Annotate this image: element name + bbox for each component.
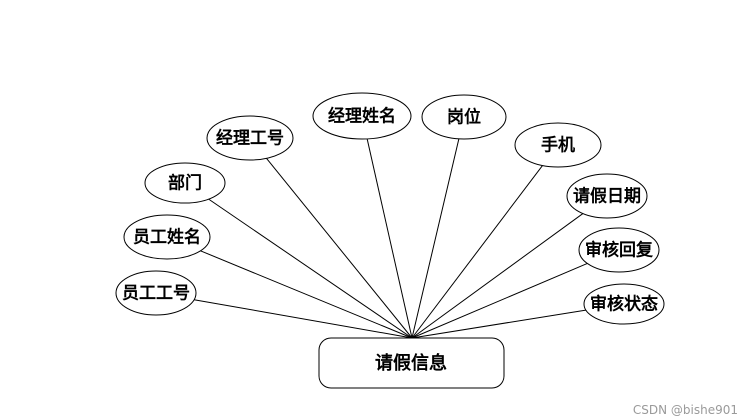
attribute-emp-name: 员工姓名 <box>123 214 211 260</box>
attribute-ellipse <box>578 227 660 273</box>
watermark: CSDN @bishe901 <box>632 403 738 417</box>
attribute-ellipse <box>514 122 602 168</box>
attribute-label: 审核状态 <box>590 294 658 315</box>
attribute-position: 岗位 <box>421 94 507 140</box>
connector-position <box>411 138 460 339</box>
attribute-ellipse <box>312 92 412 140</box>
attribute-phone: 手机 <box>514 122 602 168</box>
connector-emp-id <box>194 299 413 339</box>
connector-mgr-id <box>266 158 413 339</box>
attribute-label: 手机 <box>541 135 575 156</box>
attribute-ellipse <box>144 162 226 204</box>
attribute-label: 审核回复 <box>585 240 654 261</box>
attribute-review-reply: 审核回复 <box>578 227 660 273</box>
connector-leave-date <box>411 213 584 339</box>
attribute-label: 员工工号 <box>122 284 190 304</box>
connector-review-reply <box>411 262 588 339</box>
attribute-label: 岗位 <box>447 107 481 128</box>
attribute-ellipse <box>566 173 648 219</box>
connector-review-status <box>411 309 586 339</box>
attribute-mgr-name: 经理姓名 <box>312 92 412 140</box>
connector-phone <box>411 165 543 339</box>
attribute-label: 经理姓名 <box>328 106 396 127</box>
connector-mgr-name <box>366 138 413 339</box>
entity-label: 请假信息 <box>375 352 447 374</box>
attribute-label: 员工姓名 <box>133 227 201 248</box>
attribute-emp-id: 员工工号 <box>115 270 197 316</box>
attribute-label: 请假日期 <box>573 186 641 207</box>
attribute-label: 部门 <box>168 173 202 194</box>
attribute-dept: 部门 <box>144 162 226 204</box>
connector-emp-name <box>200 250 413 339</box>
connector-dept <box>208 198 413 339</box>
entity-leave-info: 请假信息 <box>318 337 505 389</box>
attribute-ellipse <box>115 270 197 316</box>
entity-box <box>318 337 505 389</box>
attribute-ellipse <box>123 214 211 260</box>
attribute-ellipse <box>206 115 294 161</box>
attribute-review-status: 审核状态 <box>583 283 665 325</box>
attribute-ellipse <box>583 283 665 325</box>
attribute-label: 经理工号 <box>216 128 284 149</box>
attribute-leave-date: 请假日期 <box>566 173 648 219</box>
attribute-mgr-id: 经理工号 <box>206 115 294 161</box>
attribute-ellipse <box>421 94 507 140</box>
